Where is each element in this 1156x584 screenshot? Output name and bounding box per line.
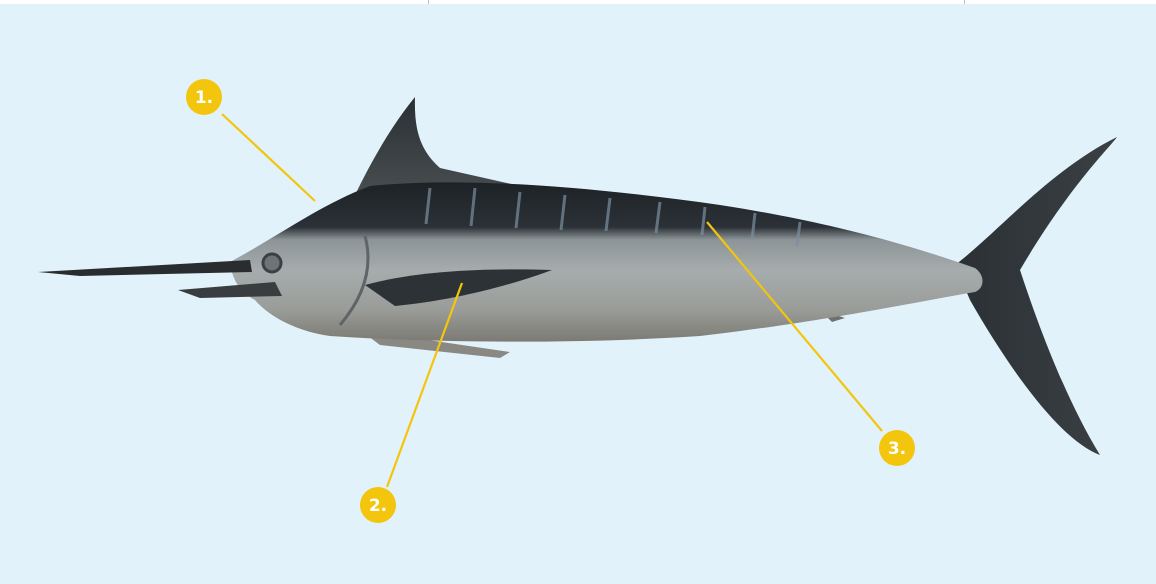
callout-label-2: 2. (369, 496, 387, 516)
eye (263, 254, 281, 272)
callout-3: 3. (879, 430, 915, 466)
callout-2: 2. (360, 487, 396, 523)
fish-diagram: 1. 2. 3. (0, 4, 1156, 584)
callout-1: 1. (186, 79, 222, 115)
callout-label-3: 3. (888, 439, 906, 459)
callout-label-1: 1. (195, 88, 213, 108)
